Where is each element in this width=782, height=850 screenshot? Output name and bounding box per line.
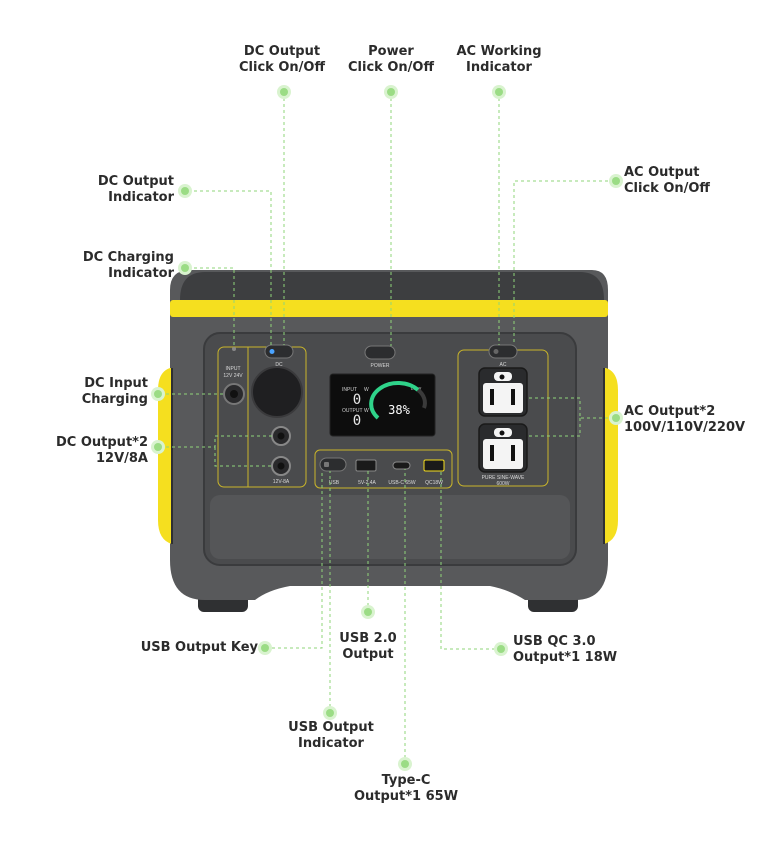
dot-type-c xyxy=(398,757,412,771)
car-socket[interactable] xyxy=(251,366,303,418)
label-dc-input: DC Input Charging xyxy=(81,376,148,407)
usb-c-port[interactable] xyxy=(392,461,411,470)
dot-usb20 xyxy=(361,605,375,619)
screen-input-value: 0 xyxy=(353,392,361,408)
usb-label-c: USB-C 65W xyxy=(388,480,416,486)
dc-output-button[interactable] xyxy=(264,344,294,359)
battery-ring-track xyxy=(416,388,427,409)
usb-a-port[interactable] xyxy=(355,459,377,472)
leader-dc-output-x2 xyxy=(160,435,272,467)
power-station: INPUT 12V 24V DC 12V-8A POWER INPUT W 0 … xyxy=(158,270,618,612)
label-power-click: Power Click On/Off xyxy=(348,44,434,75)
ac-working-indicator xyxy=(493,349,499,354)
leader-usb-qc xyxy=(440,471,501,650)
dc-rating-label: 12V-8A xyxy=(273,479,290,485)
callout-dots xyxy=(151,85,623,771)
leader-dc-charging xyxy=(188,267,235,347)
power-button-label: POWER xyxy=(371,363,390,369)
lcd-screen xyxy=(329,373,436,437)
dot-ac-working xyxy=(492,85,506,99)
screen-input-label: INPUT xyxy=(342,387,357,393)
leader-usb-key xyxy=(266,471,323,649)
top-cap xyxy=(180,272,604,300)
screen-output-unit: W xyxy=(364,408,369,414)
dot-usb-qc xyxy=(494,642,508,656)
dc-section xyxy=(217,346,307,488)
ac-panel-label-line2: 600W xyxy=(496,481,509,487)
screen-output-label: OUTPUT xyxy=(342,408,363,414)
usb-qc-port[interactable] xyxy=(423,459,445,472)
dot-usb-indicator xyxy=(323,706,337,720)
screen-output-value: 0 xyxy=(353,413,361,429)
panel-lower-section xyxy=(210,495,570,559)
dot-power xyxy=(384,85,398,99)
usb-label-qc: QC18W xyxy=(425,480,443,486)
dot-dc-output-x2 xyxy=(151,440,165,454)
dc-output-indicator xyxy=(269,349,275,354)
dot-dc-input xyxy=(151,387,165,401)
leader-lines xyxy=(160,92,614,764)
dc-button-label: DC xyxy=(275,362,283,368)
yellow-band xyxy=(170,300,608,317)
ac-outlet-2[interactable] xyxy=(478,423,528,473)
left-side-grip xyxy=(158,368,172,544)
dot-ac-output-x2 xyxy=(609,411,623,425)
dot-dc-charging xyxy=(178,261,192,275)
power-button[interactable] xyxy=(364,345,396,360)
dot-dc-output-indicator xyxy=(178,184,192,198)
dot-usb-key xyxy=(258,641,272,655)
dot-ac-output-click xyxy=(609,174,623,188)
battery-ring xyxy=(369,381,420,420)
right-side-grip xyxy=(604,368,618,544)
ac-button-label: AC xyxy=(500,362,507,368)
label-dc-charging: DC Charging Indicator xyxy=(82,250,174,281)
label-usb-indicator: USB Output Indicator xyxy=(288,720,374,751)
leader-ac-output-x2 xyxy=(527,397,614,437)
dot-dc-output-click xyxy=(277,85,291,99)
dc-charging-indicator xyxy=(232,347,236,351)
input-label-line1: INPUT xyxy=(226,366,241,372)
usb-output-key[interactable] xyxy=(319,457,347,472)
input-label-line2: 12V 24V xyxy=(223,373,243,379)
ac-outlet-1[interactable] xyxy=(478,367,528,417)
screen-input-unit: W xyxy=(364,387,369,393)
screen-battery-percent: 38% xyxy=(388,403,410,417)
label-type-c: Type-C Output*1 65W xyxy=(353,773,459,804)
label-ac-output-click: AC Output Click On/Off xyxy=(624,165,710,196)
label-dc-output-x2: DC Output*2 12V/8A xyxy=(56,435,148,466)
label-ac-output-x2: AC Output*2 100V/110V/220V xyxy=(624,404,746,435)
ac-panel-label-line1: PURE SINE-WAVE xyxy=(482,475,525,481)
usb-label-usb: USB xyxy=(329,480,340,486)
label-ac-working: AC Working Indicator xyxy=(456,44,542,75)
label-dc-output-click: DC Output Click On/Off xyxy=(239,44,325,75)
label-usb-qc: USB QC 3.0 Output*1 18W xyxy=(513,634,618,665)
ac-output-button[interactable] xyxy=(488,344,518,359)
label-dc-output-indicator: DC Output Indicator xyxy=(97,174,174,205)
leader-dc-output-indicator xyxy=(188,190,272,348)
label-usb-output-key: USB Output Key xyxy=(140,640,258,655)
usb-label-5v: 5V-2.4A xyxy=(358,480,376,486)
usb-section xyxy=(314,449,453,489)
label-usb20: USB 2.0 Output xyxy=(339,631,397,662)
